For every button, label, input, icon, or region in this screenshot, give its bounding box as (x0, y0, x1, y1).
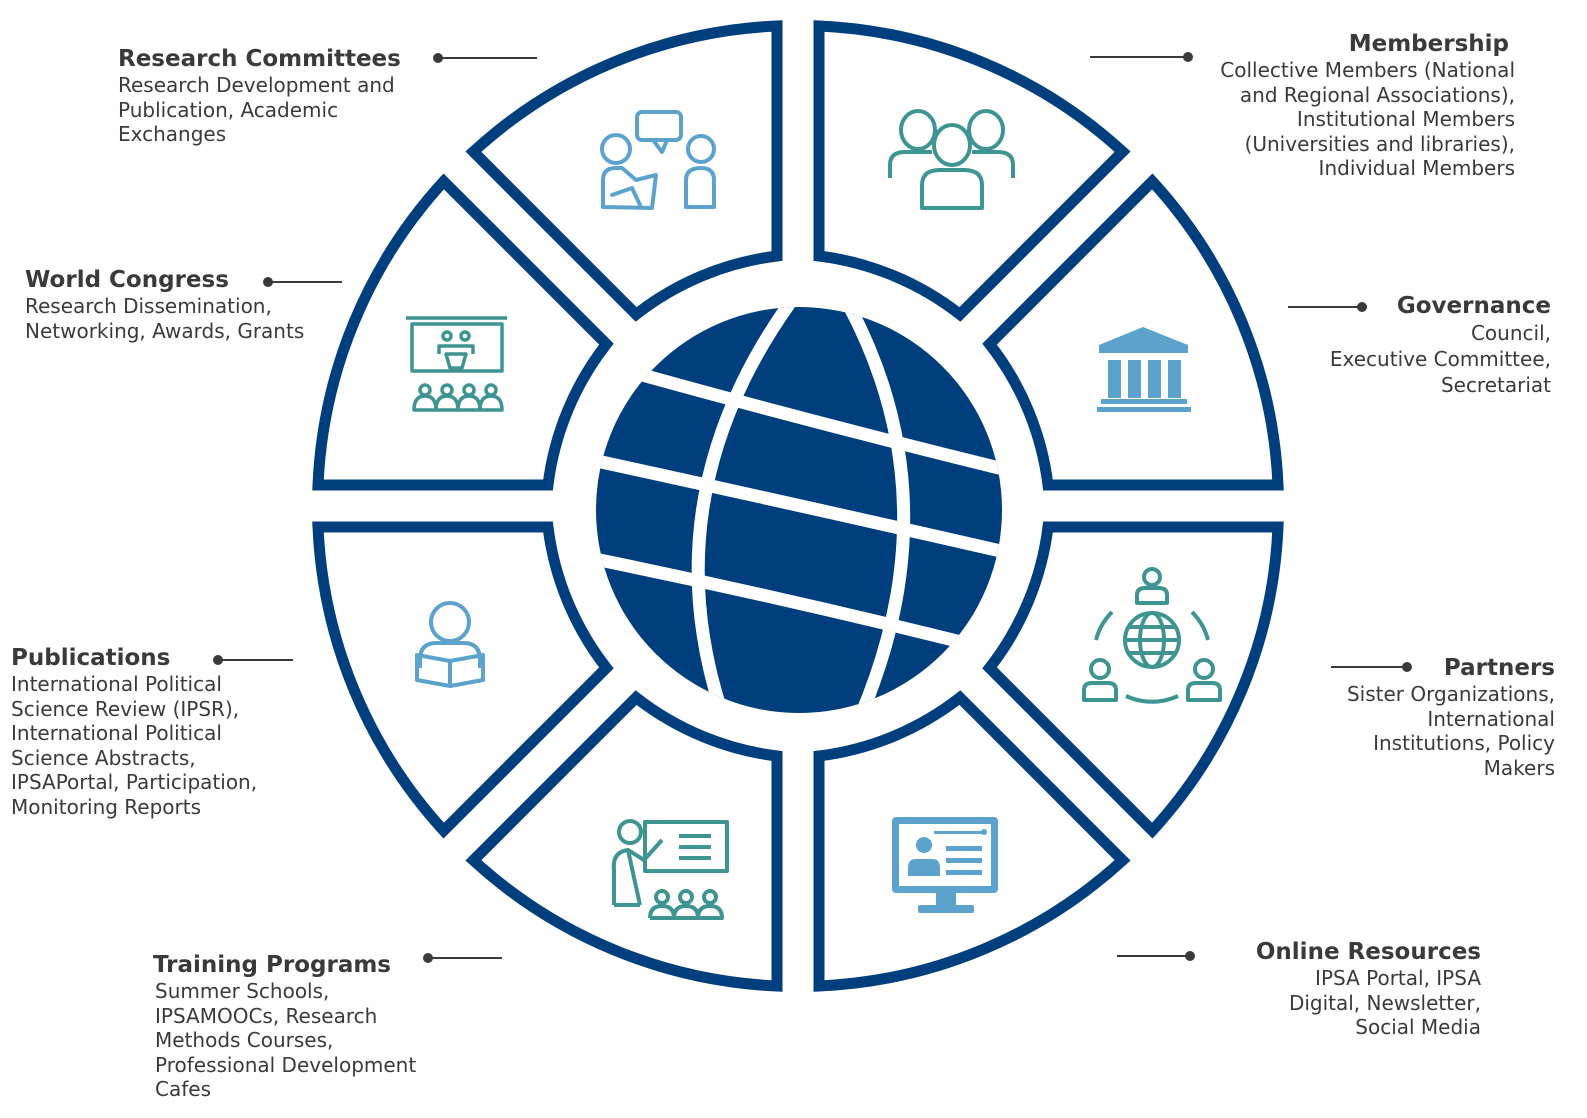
segment-governance (982, 173, 1284, 491)
segment-training-programs (465, 690, 783, 992)
world-congress-desc: Research Dissemination, Networking, Awar… (25, 294, 305, 343)
label-world-congress: World Congress Research Dissemination, N… (25, 266, 304, 343)
publications-desc: International Political Science Review (… (11, 672, 258, 819)
label-research-committees: Research Committees Research Development… (118, 45, 401, 147)
governance-title: Governance (1396, 293, 1551, 319)
global-network-icon (1082, 567, 1222, 704)
partners-title: Partners (1443, 655, 1555, 681)
label-publications: Publications International Political Sci… (11, 644, 257, 819)
training-programs-desc: Summer Schools, IPSAMOOCs, Research Meth… (155, 979, 417, 1101)
segment-partners (982, 521, 1284, 839)
segment-research-committees (465, 20, 783, 322)
research-committees-title: Research Committees (118, 46, 401, 72)
discussion-icon (600, 110, 716, 210)
world-congress-title: World Congress (25, 267, 229, 293)
reader-icon (415, 601, 485, 688)
connector-governance (1288, 302, 1367, 312)
conference-podium-icon (406, 316, 507, 412)
segment-online-resources (813, 690, 1131, 992)
training-programs-title: Training Programs (153, 952, 391, 978)
label-partners: Partners Sister Organizations, Internati… (1347, 654, 1555, 780)
membership-desc: Collective Members (National and Regiona… (1220, 58, 1515, 180)
connector-training-programs (423, 953, 502, 963)
partners-desc: Sister Organizations, International Inst… (1346, 682, 1555, 780)
label-training-programs: Training Programs Summer Schools, IPSAMO… (153, 951, 416, 1102)
label-membership: Membership Collective Members (National … (1220, 30, 1515, 181)
connector-world-congress (263, 277, 342, 287)
institution-building-icon (1097, 327, 1191, 412)
label-governance: Governance Council, Executive Committee,… (1330, 292, 1551, 398)
teacher-presentation-icon (611, 819, 729, 920)
membership-title: Membership (1348, 31, 1509, 57)
label-online-resources: Online Resources IPSA Portal, IPSA Digit… (1256, 938, 1481, 1040)
connector-partners (1331, 662, 1412, 672)
online-resources-desc: IPSA Portal, IPSA Digital, Newsletter, S… (1288, 966, 1481, 1039)
publications-title: Publications (11, 645, 171, 671)
segment-publications (312, 521, 614, 839)
online-resources-title: Online Resources (1255, 939, 1481, 965)
segment-membership (813, 20, 1131, 322)
group-icon (888, 109, 1015, 210)
connector-membership (1090, 52, 1193, 62)
online-support-monitor-icon (892, 817, 998, 913)
segment-world-congress (312, 173, 614, 491)
connector-online-resources (1117, 951, 1195, 961)
governance-desc: Council, Executive Committee, Secretaria… (1329, 321, 1551, 397)
research-committees-desc: Research Development and Publication, Ac… (118, 73, 395, 146)
connector-research-committees (433, 53, 537, 63)
connector-publications (213, 655, 293, 665)
globe-icon (596, 307, 1002, 713)
